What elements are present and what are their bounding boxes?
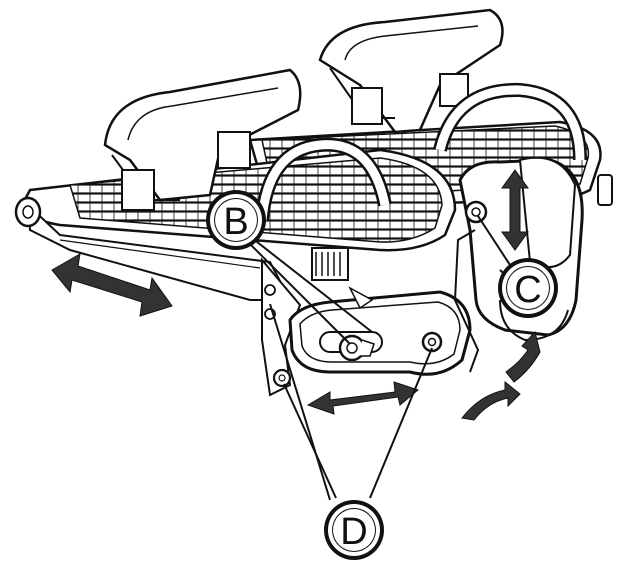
callout-d-letter: D — [340, 511, 367, 553]
ratchet-icon — [311, 247, 374, 310]
bidirectional-arrow-icon-length — [51, 253, 173, 317]
leader-lines — [247, 215, 513, 501]
callout-d: D — [324, 500, 384, 560]
bolt-icon-b — [338, 334, 375, 362]
hinge-mechanism — [453, 156, 613, 373]
callout-b-letter: B — [223, 201, 248, 243]
curved-arrow-icon — [461, 330, 541, 421]
front-strap-icon — [103, 68, 302, 211]
bolt-icon-d-slot — [421, 331, 443, 353]
callout-b: B — [206, 190, 266, 250]
bolt-icon-c — [464, 200, 488, 224]
rear-strap-icon — [318, 8, 504, 134]
callout-c-letter: C — [514, 269, 541, 311]
heel-loops — [255, 82, 587, 221]
bidirectional-arrow-icon-vertical — [501, 169, 529, 251]
bidirectional-arrow-icon-slide — [306, 381, 420, 415]
callout-c: C — [498, 258, 558, 318]
